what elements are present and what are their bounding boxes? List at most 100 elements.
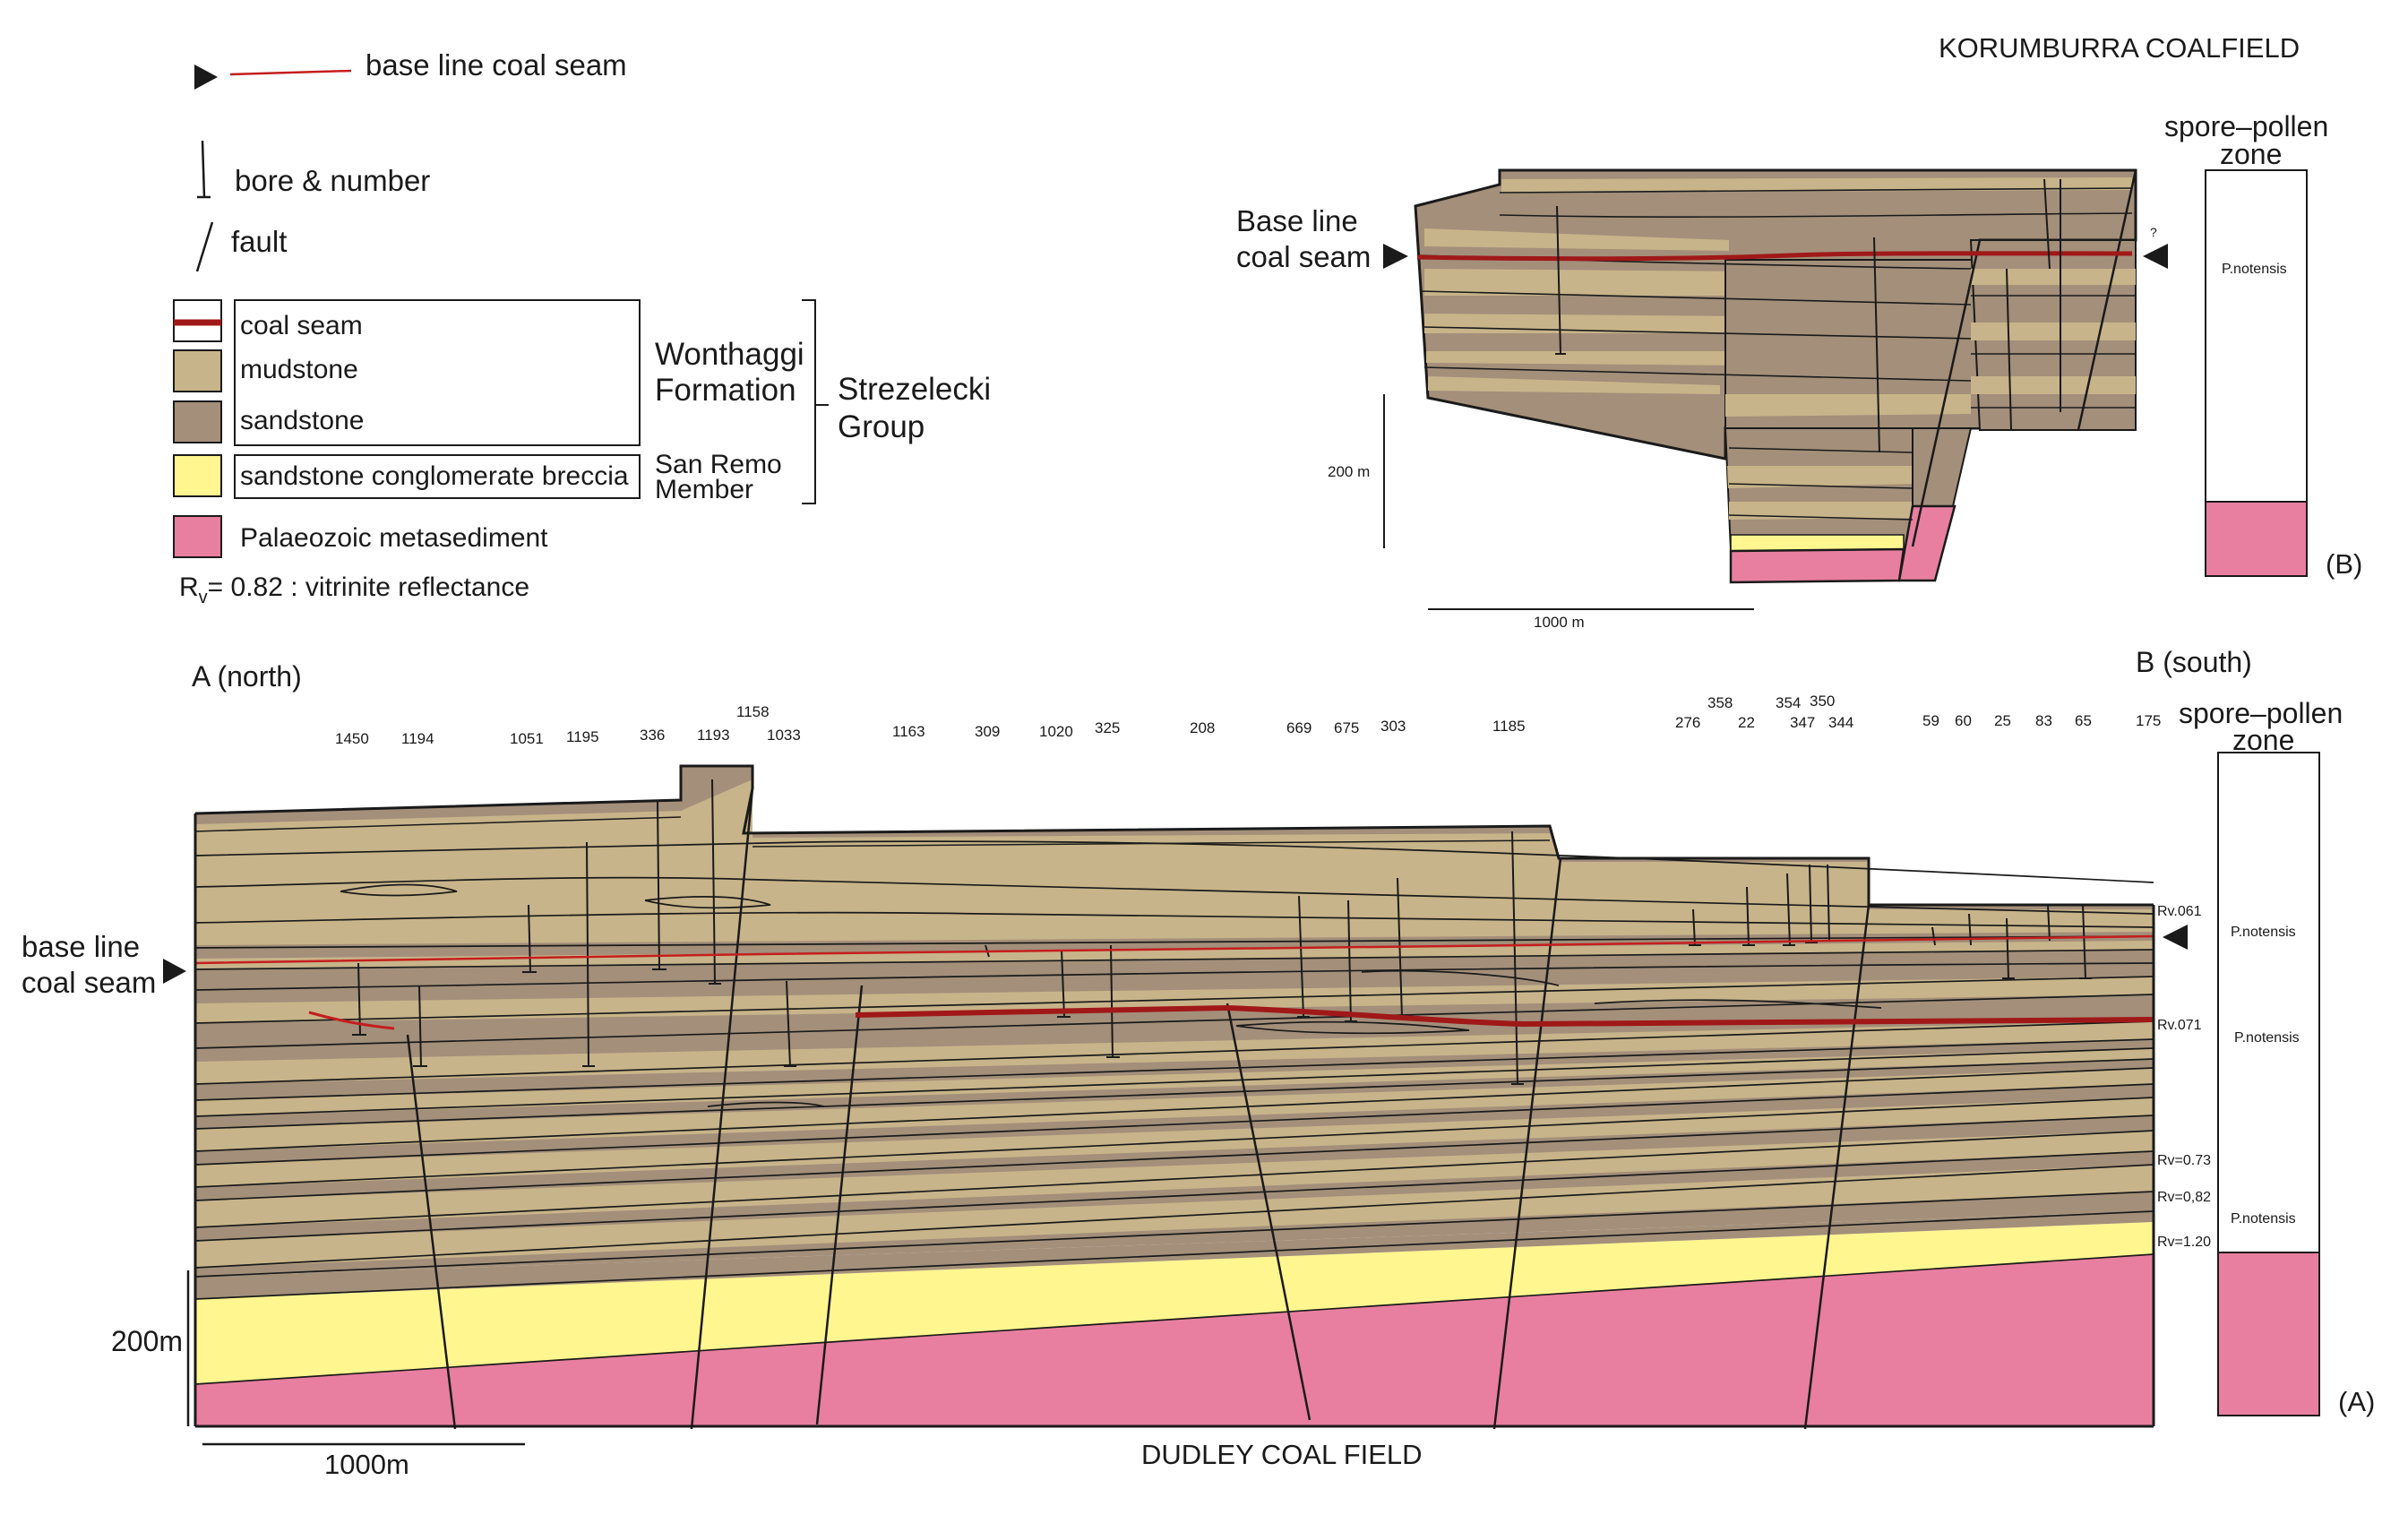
- korumburra-mudstone-band: [1428, 376, 1720, 394]
- korumburra-faults: [1911, 169, 2137, 547]
- korumburra-bores: [1555, 178, 2061, 453]
- bore-symbol-icon: [201, 140, 206, 198]
- legend-base-line-label: base line coal seam: [366, 48, 627, 82]
- legend-mudstone-label: mudstone: [240, 355, 358, 384]
- bore-label-65: 65: [2075, 712, 2092, 729]
- bore-label-1163: 1163: [892, 723, 925, 740]
- dudley-section: A (north) B (south) 1450 1194 1051 1195 …: [22, 646, 2375, 1480]
- korumburra-mudstone-band: [1729, 502, 1913, 520]
- dudley-base-line-1: base line: [22, 930, 140, 963]
- legend-fault-label: fault: [231, 225, 287, 258]
- dudley-lower-coal-seam-center: [855, 1004, 2154, 1028]
- korumburra-right-lower: [1912, 427, 1973, 507]
- bore-label-358: 358: [1707, 694, 1733, 711]
- bore-label-350: 350: [1810, 693, 1835, 710]
- dudley-bores: [357, 779, 2086, 1085]
- dudley-zone-label-2: P.notensis: [2234, 1030, 2300, 1046]
- bore-label-344: 344: [1828, 714, 1853, 731]
- conglomerate-swatch: [173, 454, 222, 497]
- bore-label-669: 669: [1286, 719, 1312, 736]
- bore-label-59: 59: [1922, 712, 1939, 729]
- legend-bore-label: bore & number: [235, 164, 430, 197]
- bore-label-276: 276: [1675, 714, 1700, 731]
- bore-label-208: 208: [1190, 719, 1215, 736]
- legend-palaeozoic-label: Palaeozoic metasediment: [240, 523, 548, 553]
- bore-label-83: 83: [2035, 712, 2052, 729]
- korumburra-panel-label: (B): [2326, 548, 2362, 580]
- bore-label-1194: 1194: [401, 730, 434, 747]
- rv-label-2: Rv.071: [2157, 1018, 2202, 1033]
- mudstone-swatch: [173, 349, 222, 392]
- bore-label-1158: 1158: [736, 703, 770, 720]
- bore-label-325: 325: [1095, 719, 1120, 736]
- bore-label-1185: 1185: [1492, 718, 1526, 735]
- dudley-base-line-2: coal seam: [22, 966, 156, 999]
- dudley-rv-labels: Rv.061 Rv.071 Rv=0.73 Rv=0,82 Rv=1.20: [2157, 904, 2211, 1250]
- bore-label-175: 175: [2136, 712, 2161, 729]
- korumburra-mudstone-band: [1971, 323, 2136, 340]
- korumburra-section: KORUMBURRA COALFIELD: [1236, 32, 2362, 631]
- dudley-zone-label-3: P.notensis: [2231, 1211, 2296, 1226]
- wonthaggi-box: [234, 299, 641, 446]
- korumburra-coal-seam: [1416, 251, 2133, 262]
- bore-label-675: 675: [1334, 719, 1359, 736]
- korumburra-zone-label: P.notensis: [2222, 262, 2287, 277]
- legend-coal-seam-label: coal seam: [240, 311, 363, 340]
- bore-label-336: 336: [640, 727, 665, 744]
- dudley-spore-label-1: spore–pollen: [2179, 697, 2343, 729]
- dudley-panel-label: (A): [2338, 1386, 2375, 1417]
- dudley-upper-shadow-1: [194, 816, 682, 832]
- bore-label-1450: 1450: [335, 730, 369, 747]
- rv-label-4: Rv=0,82: [2157, 1190, 2211, 1205]
- dudley-north-label: A (north): [192, 660, 302, 693]
- korumburra-spore-label-2: zone: [2220, 138, 2282, 170]
- bore-label-1033: 1033: [767, 727, 801, 744]
- dudley-spore-label-2: zone: [2232, 724, 2294, 756]
- sandstone-swatch: [173, 400, 222, 443]
- korumburra-scale-v-label: 200 m: [1328, 463, 1370, 480]
- korumburra-palaeozoic: [1729, 547, 1905, 584]
- korumburra-query: ?: [2150, 225, 2157, 239]
- korumburra-strata-lines: [1416, 187, 2136, 521]
- dudley-left-arrow-icon: [163, 959, 186, 984]
- legend: base line coal seam bore & number fault …: [173, 48, 991, 607]
- dudley-palaeozoic: [195, 1254, 2154, 1426]
- korumburra-base-line-1: Base line: [1236, 204, 1358, 237]
- korumburra-mudstone-band: [1971, 376, 2136, 394]
- bore-label-347: 347: [1790, 714, 1815, 731]
- dudley-lower-coal-seam-west: [308, 1011, 395, 1030]
- san-remo-label-2: Member: [655, 475, 753, 504]
- san-remo-label-1: San Remo: [655, 450, 782, 479]
- legend-conglomerate-label: sandstone conglomerate breccia: [240, 461, 629, 491]
- bore-label-303: 303: [1380, 718, 1406, 735]
- dudley-top-outline: [194, 764, 2154, 907]
- palaeozoic-swatch: [173, 515, 222, 558]
- legend-sandstone-label: sandstone: [240, 406, 364, 435]
- base-line-arrow-icon: [194, 65, 218, 90]
- korumburra-lower-block: [1724, 427, 1914, 552]
- dudley-scale-h-label: 1000m: [324, 1449, 409, 1480]
- korumburra-title: KORUMBURRA COALFIELD: [1939, 32, 2300, 64]
- dudley-right-arrow-icon: [2163, 925, 2188, 950]
- rv-label-3: Rv=0.73: [2157, 1153, 2211, 1168]
- base-line-sample: [229, 69, 352, 76]
- legend-rv-label: Rv= 0.82 : vitrinite reflectance: [179, 572, 529, 607]
- dudley-spore-column-palaeozoic: [2217, 1252, 2320, 1416]
- korumburra-spore-label-1: spore–pollen: [2164, 110, 2328, 142]
- korumburra-mudstone-band: [1725, 394, 1971, 417]
- bore-label-354: 354: [1776, 694, 1801, 711]
- korumburra-scale-h-label: 1000 m: [1534, 614, 1585, 631]
- korumburra-mudstone-band: [1424, 228, 1729, 251]
- bore-label-1020: 1020: [1039, 723, 1073, 740]
- dudley-south-label: B (south): [2136, 646, 2252, 678]
- san-remo-box: [234, 454, 641, 499]
- dudley-conglomerate: [195, 1222, 2154, 1384]
- dudley-faults: [406, 788, 1870, 1430]
- korumburra-spore-column-palaeozoic: [2205, 501, 2308, 577]
- korumburra-palaeozoic-2: [1897, 504, 1956, 582]
- fault-symbol-icon: [195, 221, 214, 272]
- bore-label-25: 25: [1994, 712, 2011, 729]
- wonthaggi-label-2: Formation: [655, 373, 796, 408]
- dudley-scale-v-label: 200m: [111, 1325, 183, 1357]
